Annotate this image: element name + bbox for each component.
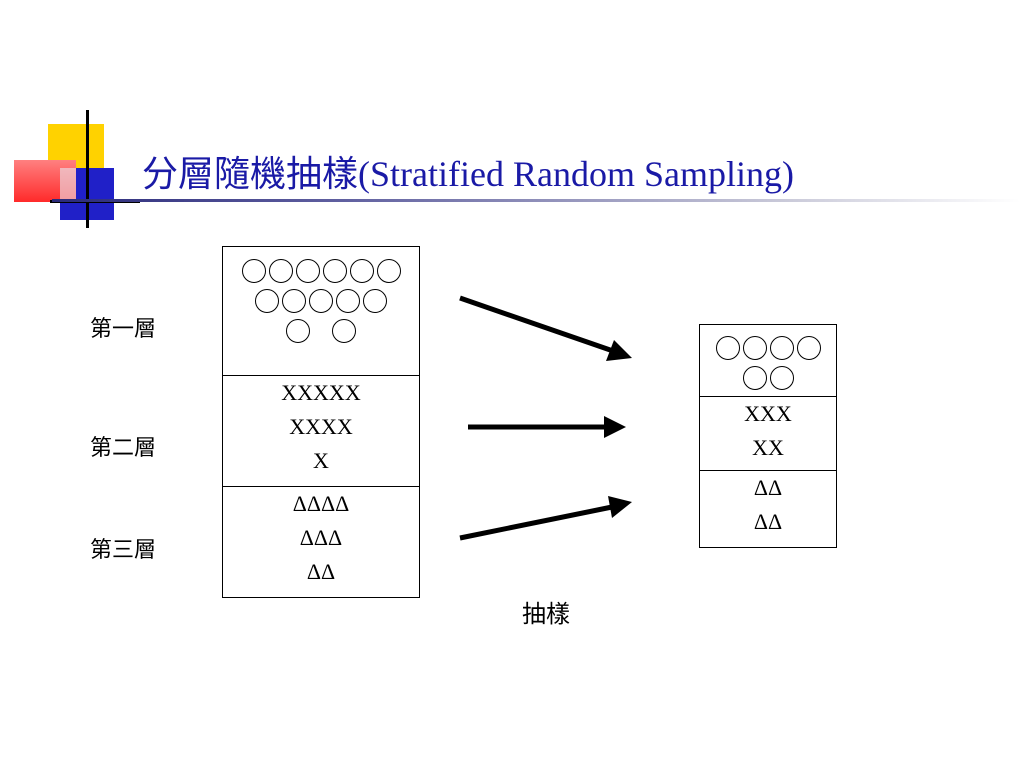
circle-mark	[255, 289, 279, 313]
population-stratum-3: ΔΔΔΔ ΔΔΔ ΔΔ	[223, 486, 419, 597]
circle-mark	[282, 289, 306, 313]
population-box: XXXXX XXXX X ΔΔΔΔ ΔΔΔ ΔΔ	[222, 246, 420, 598]
population-x-row: XXXX	[289, 414, 353, 439]
sampling-label: 抽樣	[522, 602, 570, 628]
sample-delta-row: ΔΔ	[753, 475, 783, 500]
circle-mark	[742, 336, 767, 360]
title-english: (Stratified Random Sampling)	[358, 154, 794, 194]
stratum-label-3: 第三層	[90, 537, 157, 562]
logo-white-overlay	[60, 168, 76, 202]
circle-mark	[349, 259, 374, 283]
population-x-row: XXXXX	[281, 380, 361, 405]
sample-delta-row: ΔΔ	[753, 509, 783, 534]
circle-row	[223, 319, 419, 343]
circle-mark	[309, 289, 333, 313]
circle-mark	[769, 336, 794, 360]
stratum-label-1: 第一層	[90, 316, 157, 341]
circle-mark	[241, 259, 266, 283]
arrow-stratum-1	[459, 295, 632, 361]
circle-row	[700, 366, 836, 390]
circle-mark	[363, 289, 387, 313]
arrow-stratum-3	[459, 496, 632, 541]
logo-vertical-line	[86, 110, 89, 228]
sample-stratum-1	[700, 325, 836, 398]
population-x-row: X	[313, 448, 329, 473]
sample-stratum-3: ΔΔ ΔΔ	[700, 470, 836, 547]
circle-mark	[742, 366, 767, 390]
slide-title: 分層隨機抽樣(Stratified Random Sampling)	[142, 148, 794, 200]
circle-mark	[376, 259, 401, 283]
population-delta-row: ΔΔΔ	[299, 525, 343, 550]
circle-mark	[286, 319, 310, 343]
circle-mark	[796, 336, 821, 360]
population-stratum-2: XXXXX XXXX X	[223, 375, 419, 486]
sample-x-row: XXX	[744, 401, 792, 426]
population-delta-row: ΔΔ	[306, 559, 336, 584]
population-stratum-1	[223, 247, 419, 381]
sample-box: XXX XX ΔΔ ΔΔ	[699, 324, 837, 548]
title-chinese: 分層隨機抽樣	[142, 154, 359, 194]
circle-row	[223, 259, 419, 283]
circle-mark	[336, 289, 360, 313]
circle-mark	[295, 259, 320, 283]
circle-mark	[268, 259, 293, 283]
circle-row	[700, 336, 836, 360]
circle-mark	[769, 366, 794, 390]
circle-mark	[332, 319, 356, 343]
population-delta-row: ΔΔΔΔ	[292, 491, 350, 516]
circle-row	[223, 289, 419, 313]
sample-stratum-2: XXX XX	[700, 396, 836, 471]
population-circles	[223, 259, 419, 343]
title-underline	[52, 199, 1020, 202]
stratum-label-2: 第二層	[90, 435, 157, 460]
circle-mark	[322, 259, 347, 283]
arrow-stratum-2	[468, 416, 626, 438]
sample-x-row: XX	[752, 435, 784, 460]
circle-mark	[715, 336, 740, 360]
sample-circles	[700, 336, 836, 390]
